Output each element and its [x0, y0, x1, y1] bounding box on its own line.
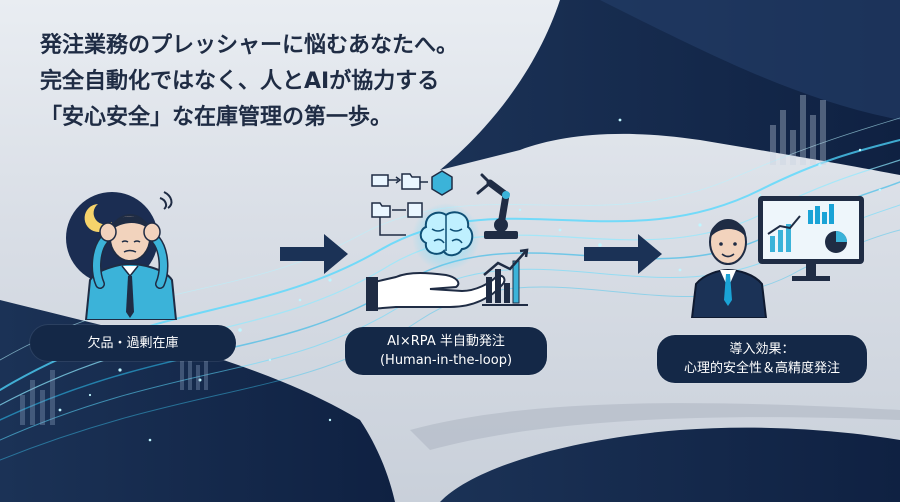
robot-arm-icon [476, 173, 518, 239]
stage-problem-label: 欠品・過剰在庫 [30, 325, 236, 361]
stage-result-label-line-2: 心理的安全性＆高精度発注 [683, 361, 840, 376]
stage-result [688, 188, 868, 319]
flowchart-icon [371, 170, 453, 236]
monitor-chart-icon [758, 196, 864, 281]
headline-line-3: 「安心安全」な在庫管理の第一歩。 [40, 105, 393, 130]
stage-problem [60, 180, 200, 321]
stage-problem-label-text: 欠品・過剰在庫 [87, 335, 179, 351]
stage-solution-label-line-2: (Human-in-the-loop) [379, 353, 513, 368]
stage-result-label: 導入効果： 心理的安全性＆高精度発注 [657, 335, 867, 383]
bar-chart-icon [482, 248, 529, 306]
headline-line-2: 完全自動化ではなく、人とAIが協力する [40, 69, 440, 94]
stage-solution-label-line-1: AI×RPA 半自動発注 [387, 334, 505, 349]
stage-solution [366, 165, 536, 315]
worried-person-icon [66, 191, 178, 321]
headline-line-1: 発注業務のプレッシャーに悩むあなたへ。 [40, 33, 459, 58]
brain-icon [412, 203, 480, 271]
arrow-right-icon [280, 234, 348, 274]
headline: 発注業務のプレッシャーに悩むあなたへ。 完全自動化ではなく、人とAIが協力する … [40, 28, 458, 136]
stage-solution-label: AI×RPA 半自動発注 (Human-in-the-loop) [345, 327, 547, 375]
arrow-right-icon [584, 234, 662, 274]
businessman-icon [690, 219, 768, 319]
stage-result-label-line-1: 導入効果： [729, 342, 795, 357]
